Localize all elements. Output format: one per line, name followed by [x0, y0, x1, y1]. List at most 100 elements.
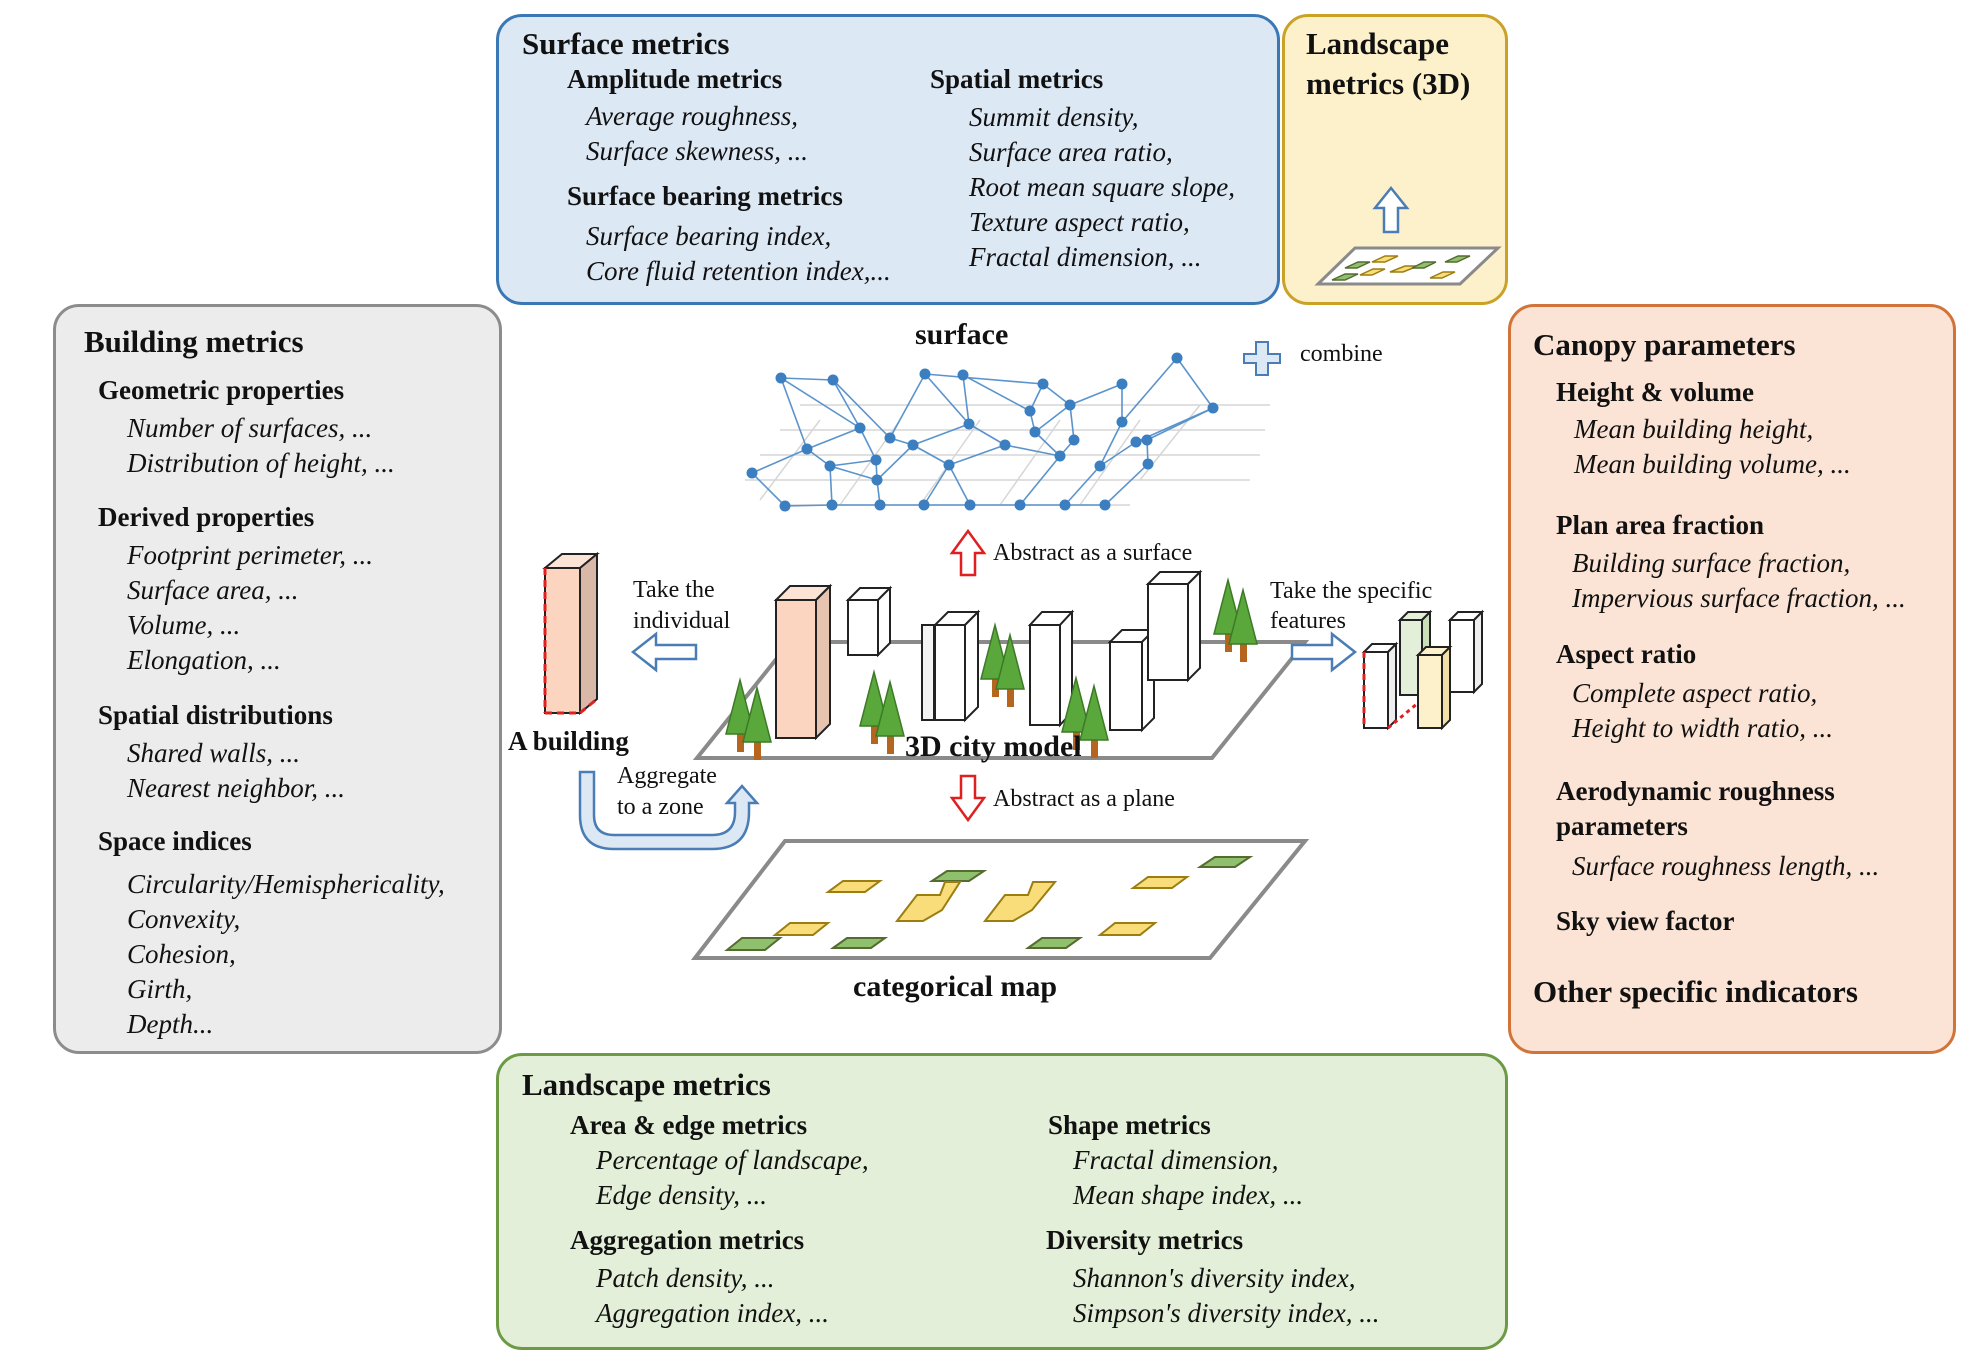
shape-item: Fractal dimension, — [1073, 1145, 1279, 1175]
mesh-edge — [832, 379, 861, 429]
mesh-node — [826, 499, 838, 511]
tree-icon — [725, 677, 755, 752]
derived-item: Volume, ... — [127, 610, 241, 640]
mini-3d-map — [1314, 246, 1502, 286]
mesh-node — [874, 499, 886, 511]
mesh-node — [918, 499, 930, 511]
mesh-node — [827, 374, 839, 386]
aggregation-heading: Aggregation metrics — [570, 1225, 805, 1255]
mesh-node — [1116, 378, 1128, 390]
derived-item: Surface area, ... — [127, 575, 299, 605]
aggregation-item: Aggregation index, ... — [596, 1298, 829, 1328]
diversity-item: Simpson's diversity index, ... — [1073, 1298, 1380, 1328]
mesh-node — [963, 418, 975, 430]
spatial-distribution-item: Shared walls, ... — [127, 738, 301, 768]
mesh-node — [964, 499, 976, 511]
mesh-edge — [1104, 463, 1149, 506]
space-index-item: Depth... — [127, 1009, 214, 1039]
mesh-edge — [1069, 383, 1123, 406]
aerodynamic-heading: parameters — [1556, 811, 1688, 841]
mesh-node — [1130, 436, 1142, 448]
mesh-edge — [948, 464, 971, 506]
spatial-item: Fractal dimension, ... — [969, 242, 1202, 272]
red-up-arrow-icon — [949, 528, 987, 577]
mesh-node — [775, 372, 787, 384]
other-indicators-heading: Other specific indicators — [1533, 974, 1858, 1009]
mesh-node — [1142, 458, 1154, 470]
abstract-plane-label: Abstract as a plane — [993, 786, 1175, 812]
mesh-node — [1029, 426, 1041, 438]
space-index-item: Circularity/Hemisphericality, — [127, 869, 445, 899]
tree-icon — [1079, 683, 1109, 758]
aggregation-item: Patch density, ... — [596, 1263, 775, 1293]
derived-item: Footprint perimeter, ... — [127, 540, 373, 570]
space-index-item: Girth, — [127, 974, 193, 1004]
mesh-edge — [784, 504, 833, 507]
mesh-edge — [924, 373, 1044, 385]
combine-label: combine — [1300, 341, 1383, 367]
mesh-node — [871, 474, 883, 486]
mesh-edge — [889, 373, 926, 439]
amplitude-metrics-heading: Amplitude metrics — [567, 64, 783, 94]
mesh-node — [1141, 434, 1153, 446]
geometric-heading: Geometric properties — [98, 375, 345, 405]
tree-icon — [859, 669, 889, 744]
height-volume-heading: Height & volume — [1556, 377, 1754, 407]
height-volume-item: Mean building volume, ... — [1574, 449, 1851, 479]
mesh-node — [1116, 416, 1128, 428]
spatial-item: Surface area ratio, — [969, 137, 1173, 167]
mesh-edge — [1042, 383, 1071, 406]
mesh-edge — [806, 427, 861, 450]
mesh-node — [801, 443, 813, 455]
categorical-map — [690, 839, 1310, 960]
area-edge-heading: Area & edge metrics — [570, 1110, 808, 1140]
mesh-node — [1037, 378, 1049, 390]
take-specific-label: Take the specific — [1270, 578, 1433, 604]
spatial-distribution-item: Nearest neighbor, ... — [127, 773, 345, 803]
mesh-node — [957, 369, 969, 381]
hollow-right-arrow-icon — [1290, 631, 1358, 673]
mesh-edge — [1034, 404, 1071, 433]
amplitude-item: Average roughness, — [586, 101, 798, 131]
mesh-edge — [1004, 444, 1061, 457]
mesh-node — [1014, 499, 1026, 511]
mesh-node — [1059, 499, 1071, 511]
canopy-title: Canopy parameters — [1533, 327, 1796, 362]
mesh-node — [919, 368, 931, 380]
mesh-edge — [948, 444, 1006, 466]
mesh-node — [1064, 399, 1076, 411]
mesh-edge — [751, 472, 786, 507]
mesh-edge — [829, 465, 878, 481]
take-specific-label: features — [1270, 608, 1346, 634]
mesh-node — [870, 454, 882, 466]
take-individual-label: Take the — [633, 577, 715, 603]
mesh-edge — [780, 377, 808, 450]
red-down-arrow-icon — [949, 774, 987, 823]
plan-area-item: Impervious surface fraction, ... — [1572, 583, 1906, 613]
mesh-edge — [829, 465, 833, 506]
tree-icon — [742, 685, 772, 760]
amplitude-item: Surface skewness, ... — [586, 136, 808, 166]
spatial-item: Summit density, — [969, 102, 1139, 132]
aspect-ratio-item: Complete aspect ratio, — [1572, 678, 1818, 708]
mesh-node — [1171, 352, 1183, 364]
landscape-metrics-title: Landscape metrics — [522, 1067, 771, 1102]
derived-heading: Derived properties — [98, 502, 315, 532]
mesh-node — [884, 432, 896, 444]
surface-metrics-title: Surface metrics — [522, 26, 730, 61]
mesh-edge — [1069, 404, 1075, 441]
tall-building-3d — [773, 583, 833, 741]
plan-area-heading: Plan area fraction — [1556, 510, 1764, 540]
aggregate-label: Aggregate — [617, 763, 717, 789]
mesh-edge — [829, 459, 877, 467]
mesh-node — [907, 439, 919, 451]
aerodynamic-item: Surface roughness length, ... — [1572, 851, 1880, 881]
mesh-node — [824, 460, 836, 472]
feature-buildings — [1361, 609, 1485, 731]
mesh-edge — [780, 377, 834, 381]
bearing-item: Core fluid retention index,... — [586, 256, 891, 286]
space-index-item: Convexity, — [127, 904, 241, 934]
tree-icon — [875, 679, 905, 754]
mesh-edge — [859, 427, 877, 461]
